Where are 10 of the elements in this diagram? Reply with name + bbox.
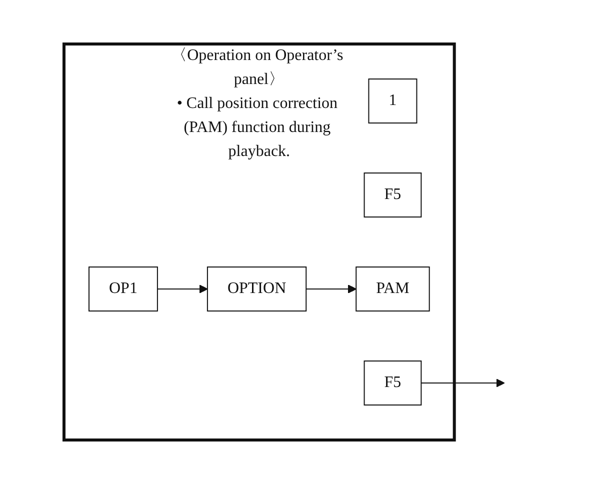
- node-box: [368, 78, 418, 124]
- node-box: [364, 360, 422, 406]
- node-box: [207, 266, 307, 312]
- node-box: [364, 172, 422, 218]
- node-box: [356, 266, 430, 312]
- cluster: [62, 42, 456, 442]
- arrow: [306, 284, 357, 294]
- arrow: [421, 378, 506, 388]
- node-box: [88, 266, 158, 312]
- arrow: [157, 284, 208, 294]
